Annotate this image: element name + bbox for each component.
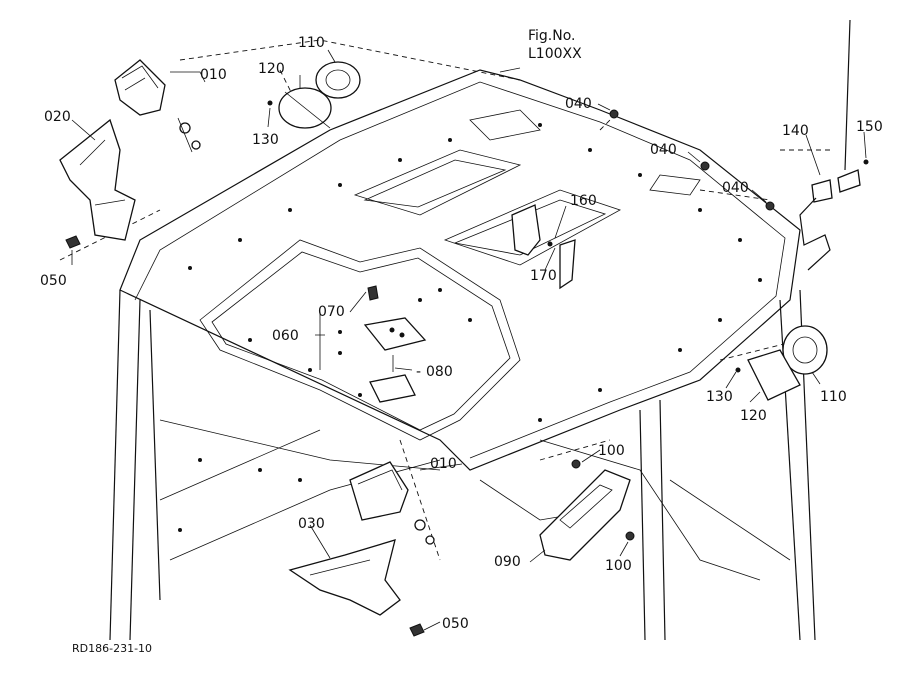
callout-100-bottom: 100 (605, 558, 632, 574)
callout-140: 140 (782, 123, 809, 139)
work-light-top[interactable] (114, 59, 201, 153)
callout-030: 030 (298, 516, 325, 532)
bolt-050-bottom[interactable] (409, 623, 425, 637)
callout-130-top: 130 (252, 132, 279, 148)
dome-light[interactable] (338, 285, 427, 403)
antenna[interactable] (799, 19, 869, 271)
frame-holes (178, 123, 762, 532)
bolt-100-top[interactable] (571, 459, 581, 469)
bolt-040-a[interactable] (609, 109, 619, 119)
speaker-top[interactable] (267, 61, 361, 129)
callout-110-right: 110 (820, 389, 847, 405)
callout-160: 160 (570, 193, 597, 209)
callout-090: 090 (494, 554, 521, 570)
fig-no-value: L100XX (528, 46, 582, 62)
callout-050-bottom: 050 (442, 616, 469, 632)
callout-020: 020 (44, 109, 71, 125)
callout-120-top: 120 (258, 61, 285, 77)
bolt-040-c[interactable] (765, 201, 775, 211)
leader-lines (71, 49, 867, 631)
fig-no-label: Fig.No. (528, 28, 576, 44)
callout-040-a: 040 (565, 96, 592, 112)
light-bracket-lower[interactable] (288, 539, 401, 616)
callout-010-mid: 010 (430, 456, 457, 472)
callout-150: 150 (856, 119, 883, 135)
callout-040-b: 040 (650, 142, 677, 158)
callout-080-dash: - (416, 364, 421, 380)
callout-070: 070 (318, 304, 345, 320)
drawing-code: RD186-231-10 (72, 642, 152, 655)
callout-010-top: 010 (200, 67, 227, 83)
callout-100-top: 100 (598, 443, 625, 459)
bolt-100-bottom[interactable] (625, 531, 635, 541)
callout-110-top: 110 (298, 35, 325, 51)
callout-050-left: 050 (40, 273, 67, 289)
cover-plate[interactable] (539, 469, 631, 561)
callout-120-right: 120 (740, 408, 767, 424)
roof-handle[interactable] (511, 204, 576, 290)
callout-130-right: 130 (706, 389, 733, 405)
callout-040-c: 040 (722, 180, 749, 196)
callout-170: 170 (530, 268, 557, 284)
bolt-050-left[interactable] (65, 235, 81, 249)
speaker-right[interactable] (735, 325, 828, 401)
bolt-040-b[interactable] (700, 161, 710, 171)
work-light-mid[interactable] (349, 461, 435, 545)
fig-number: Fig.No. L100XX (528, 28, 582, 62)
callout-060: 060 (272, 328, 299, 344)
roof-frame (59, 39, 830, 641)
callout-080: 080 (426, 364, 453, 380)
light-bracket-left[interactable] (59, 118, 136, 241)
